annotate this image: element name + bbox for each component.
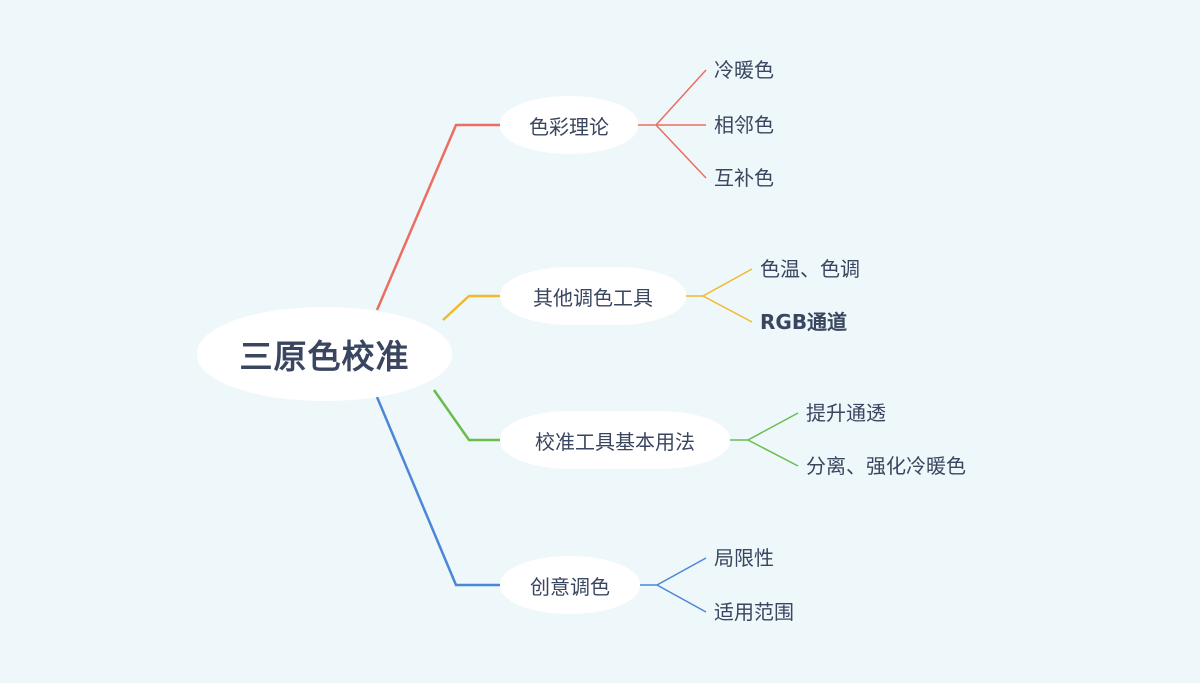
branch-node-other-tools[interactable]: 其他调色工具 xyxy=(500,267,686,325)
branch-label: 色彩理论 xyxy=(529,114,609,139)
branch-node-color-theory[interactable]: 色彩理论 xyxy=(500,96,638,154)
leaf-node[interactable]: RGB通道 xyxy=(760,310,848,334)
connector-branch-3-leaf-1 xyxy=(730,412,799,441)
connector-root-to-branch-2 xyxy=(442,294,500,321)
leaf-node[interactable]: 互补色 xyxy=(714,166,774,190)
leaf-node[interactable]: 提升通透 xyxy=(806,401,886,425)
branch-label: 创意调色 xyxy=(530,574,610,599)
connector-root-to-branch-3 xyxy=(432,389,500,442)
connector-branch-1-leaf-3 xyxy=(655,124,707,179)
branch-label: 其他调色工具 xyxy=(533,285,653,310)
branch-label: 校准工具基本用法 xyxy=(535,429,695,454)
connector-branch-3-leaf-2 xyxy=(747,439,799,467)
leaf-node[interactable]: 冷暖色 xyxy=(714,58,774,82)
connector-branch-4-leaf-1 xyxy=(640,557,707,586)
leaf-node[interactable]: 色温、色调 xyxy=(760,257,860,281)
connector-root-to-branch-1 xyxy=(375,123,500,311)
leaf-node[interactable]: 分离、强化冷暖色 xyxy=(806,454,966,478)
root-node[interactable]: 三原色校准 xyxy=(197,307,452,401)
connector-branch-2-leaf-2 xyxy=(702,295,753,323)
leaf-node[interactable]: 适用范围 xyxy=(714,600,794,624)
connector-branch-1-leaf-1 xyxy=(638,69,707,126)
connector-branch-2-leaf-1 xyxy=(686,268,753,297)
connector-root-to-branch-4 xyxy=(375,396,500,587)
root-label: 三原色校准 xyxy=(239,337,410,376)
branch-node-creative-grading[interactable]: 创意调色 xyxy=(500,556,640,614)
connector-branch-4-leaf-2 xyxy=(656,584,707,613)
leaf-node[interactable]: 局限性 xyxy=(714,546,774,570)
leaf-node[interactable]: 相邻色 xyxy=(714,113,774,137)
branch-node-calibration-basics[interactable]: 校准工具基本用法 xyxy=(500,411,730,469)
